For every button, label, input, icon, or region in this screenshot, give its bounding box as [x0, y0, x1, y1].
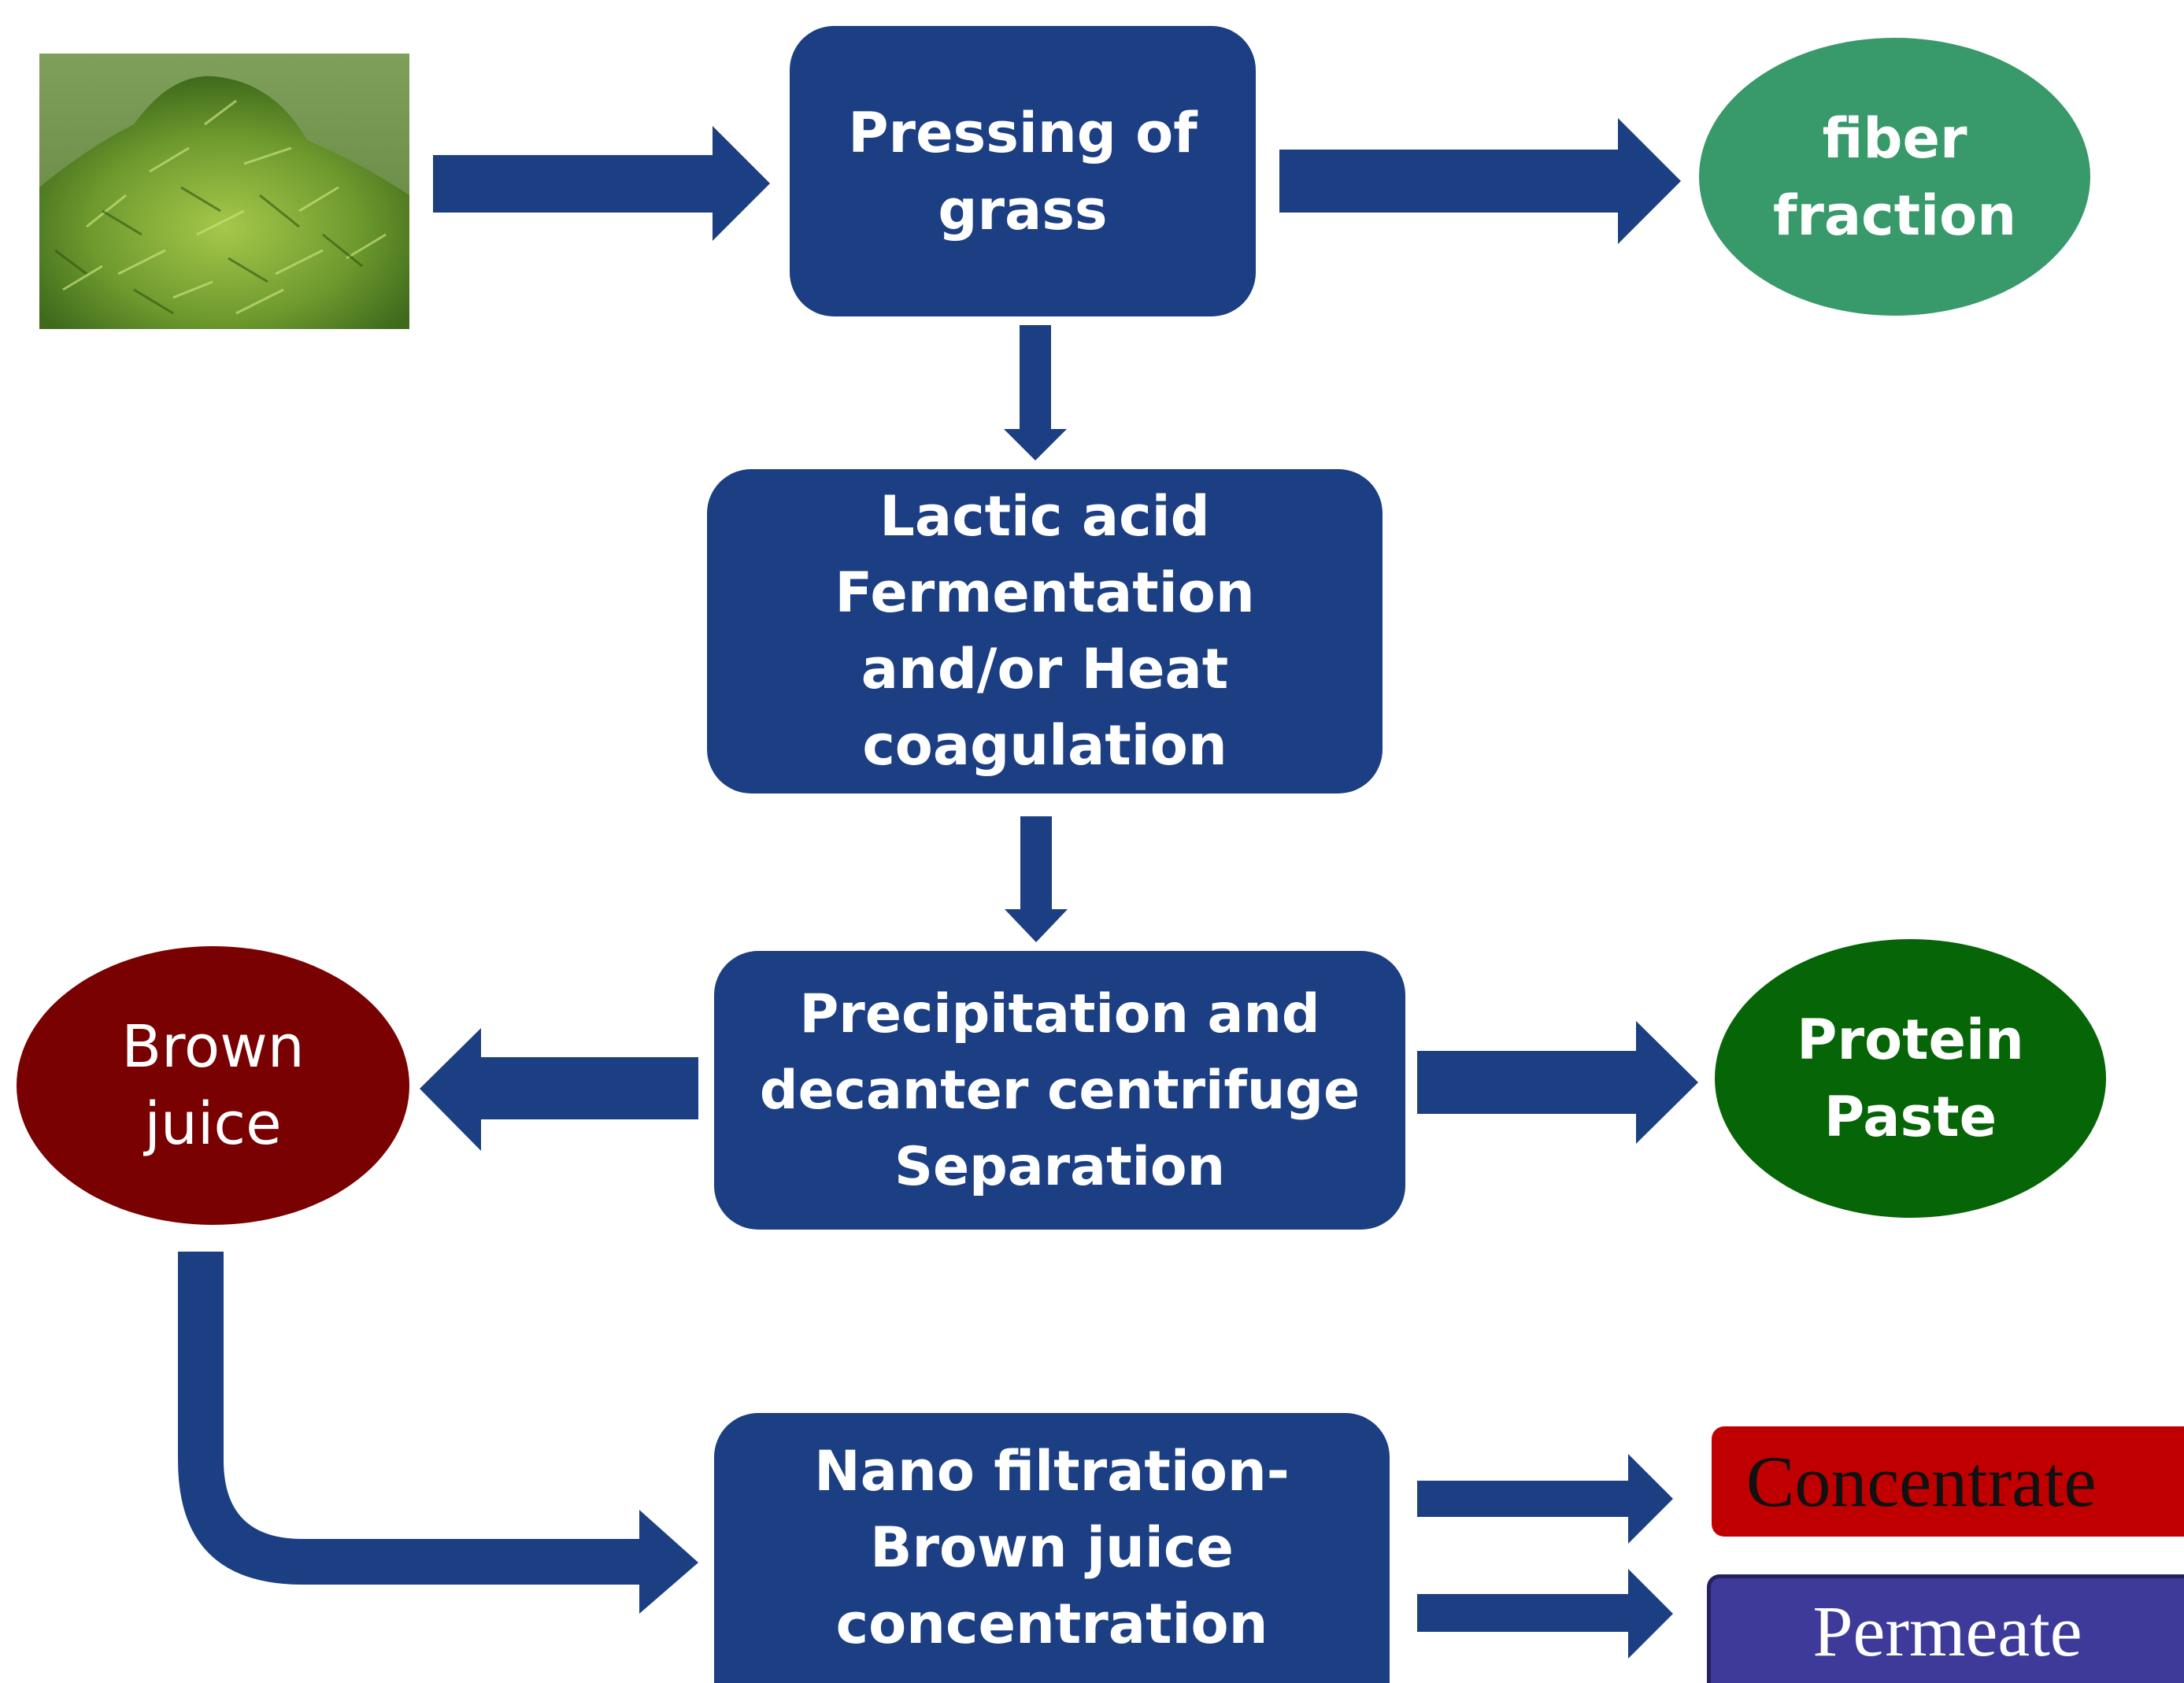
- fermentation-box: Lactic acid Fermentation and/or Heat coa…: [707, 469, 1383, 793]
- arrow-precipitation-to-brown-juice: [420, 1028, 698, 1151]
- arrow-grass-to-pressing: [433, 126, 770, 241]
- arrow-pressing-to-fermentation: [1004, 325, 1067, 461]
- nano-label-line-2: Brown juice: [870, 1515, 1234, 1580]
- precipitation-label-line-1: Precipitation and: [799, 982, 1320, 1045]
- fermentation-label-line-1: Lactic acid: [879, 484, 1210, 549]
- arrow-fermentation-to-precipitation: [1005, 816, 1068, 942]
- pressing-label-line-2: grass: [938, 177, 1108, 242]
- precipitation-label-line-2: decanter centrifuge: [759, 1059, 1360, 1122]
- arrow-brown-juice-to-nano: [178, 1252, 698, 1614]
- fermentation-label-line-4: coagulation: [862, 713, 1227, 778]
- protein-paste-node: Protein Paste: [1715, 939, 2106, 1218]
- brown-juice-label-line-2: juice: [144, 1090, 282, 1158]
- arrow-precipitation-to-protein: [1417, 1021, 1698, 1144]
- precipitation-label-line-3: Separation: [894, 1135, 1226, 1198]
- fiber-label-line-2: fraction: [1772, 183, 2017, 248]
- nano-label-line-3: concentration: [835, 1592, 1268, 1656]
- arrow-nano-to-concentrate: [1417, 1454, 1673, 1544]
- nano-label-line-1: Nano filtration-: [814, 1439, 1290, 1504]
- concentrate-tag: Concentrate: [1712, 1426, 2184, 1537]
- brown-juice-label-line-1: Brown: [121, 1013, 305, 1081]
- nano-filtration-box: Nano filtration- Brown juice concentrati…: [714, 1413, 1390, 1683]
- permeate-label: Permeate: [1812, 1590, 2082, 1671]
- fiber-fraction-node: fiber fraction: [1699, 38, 2090, 316]
- protein-label-line-2: Paste: [1823, 1085, 1997, 1149]
- precipitation-separation-box: Precipitation and decanter centrifuge Se…: [714, 951, 1405, 1230]
- fiber-label-line-1: fiber: [1822, 105, 1967, 171]
- concentrate-label: Concentrate: [1746, 1441, 2097, 1522]
- fermentation-label-line-3: and/or Heat: [861, 637, 1229, 701]
- grass-photo-icon: [39, 54, 409, 329]
- arrow-pressing-to-fiber: [1279, 118, 1681, 244]
- fermentation-label-line-2: Fermentation: [835, 560, 1255, 625]
- pressing-label-line-1: Pressing of: [848, 100, 1197, 165]
- brown-juice-node: Brown juice: [17, 946, 409, 1225]
- pressing-of-grass-box: Pressing of grass: [790, 26, 1256, 316]
- arrow-nano-to-permeate: [1417, 1569, 1673, 1659]
- protein-label-line-1: Protein: [1797, 1008, 2024, 1072]
- permeate-tag: Permeate: [1707, 1574, 2184, 1683]
